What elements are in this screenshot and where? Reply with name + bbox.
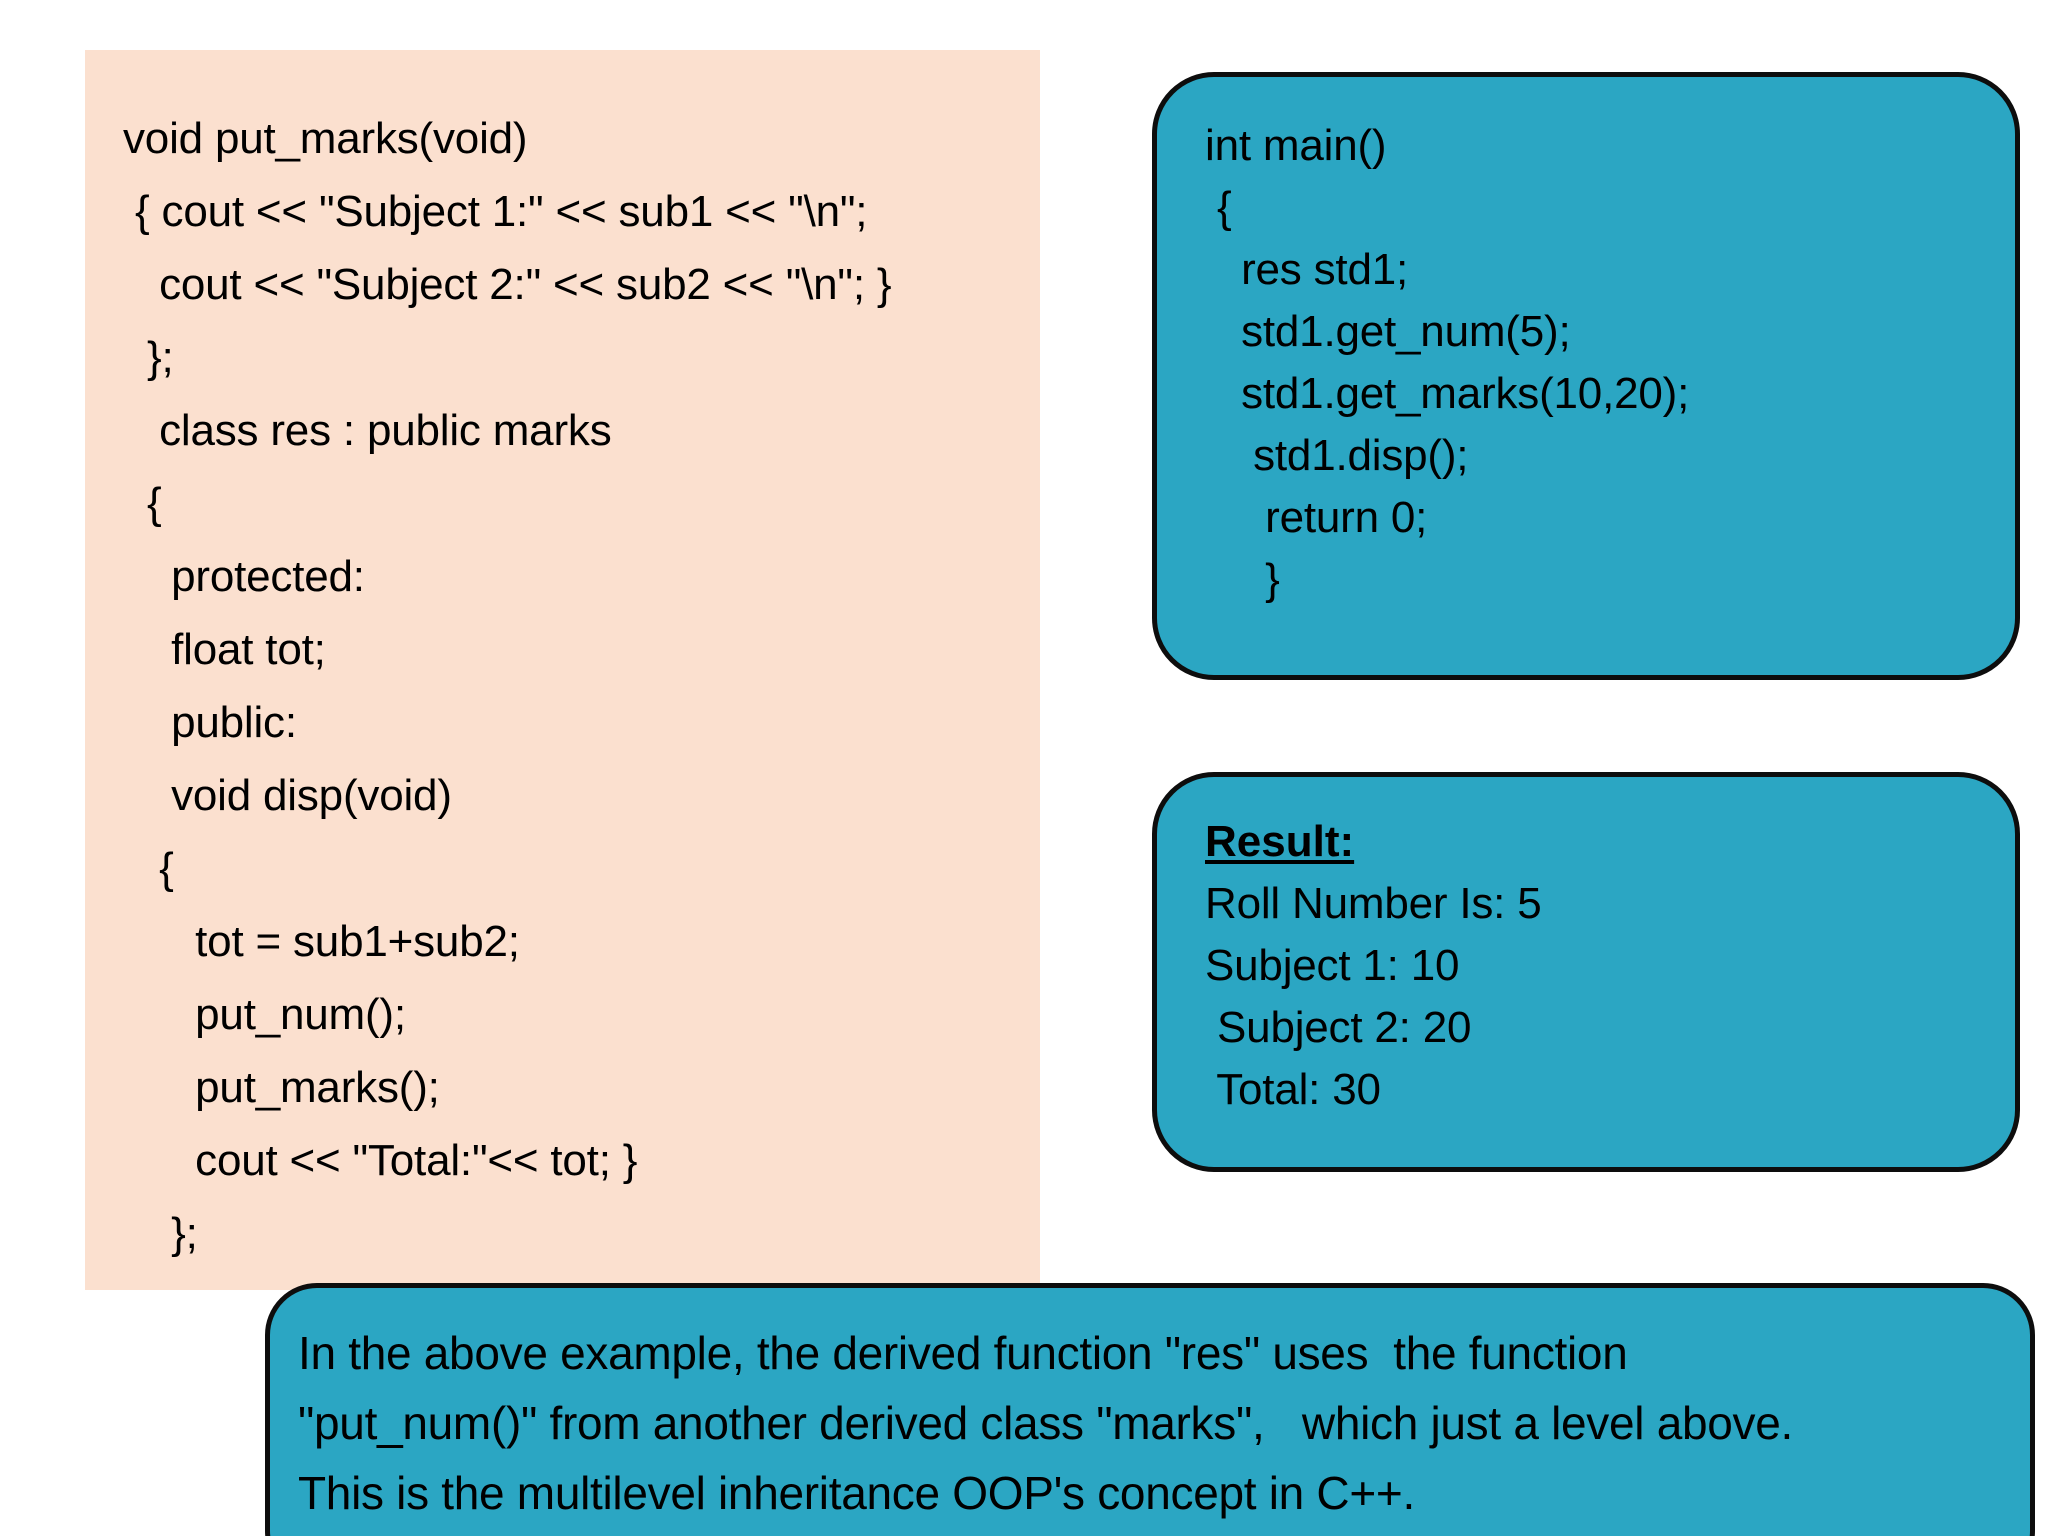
code-line: std1.get_marks(10,20); [1205, 369, 1690, 418]
code-line: std1.disp(); [1205, 431, 1469, 480]
code-line: return 0; [1205, 493, 1428, 542]
code-line: } [1205, 555, 1280, 604]
explanation-line: "put_num()" from another derived class "… [298, 1397, 1794, 1449]
result-lines: Result: Roll Number Is: 5 Subject 1: 10 … [1205, 811, 1999, 1121]
code-line: void put_marks(void) [123, 114, 528, 163]
code-line: class res : public marks [123, 406, 612, 455]
code-line: float tot; [123, 625, 326, 674]
code-line: }; [123, 333, 174, 382]
result-line: Roll Number Is: 5 [1205, 879, 1542, 928]
result-line: Subject 1: 10 [1205, 941, 1460, 990]
code-line: put_marks(); [123, 1063, 440, 1112]
code-line: std1.get_num(5); [1205, 307, 1571, 356]
code-line: { [123, 844, 174, 893]
explanation-lines: In the above example, the derived functi… [298, 1318, 2016, 1528]
code-line: tot = sub1+sub2; [123, 917, 520, 966]
code-line: { [1205, 183, 1232, 232]
explanation-line: This is the multilevel inheritance OOP's… [298, 1467, 1415, 1519]
code-line: { [123, 479, 162, 528]
main-function-box: int main() { res std1; std1.get_num(5); … [1152, 72, 2020, 680]
code-line: }; [123, 1209, 198, 1258]
code-line: put_num(); [123, 990, 406, 1039]
code-line: cout << "Subject 2:" << sub2 << "\n"; } [123, 260, 892, 309]
code-line: cout << "Total:"<< tot; } [123, 1136, 638, 1185]
code-line: void disp(void) [123, 771, 452, 820]
main-function-lines: int main() { res std1; std1.get_num(5); … [1205, 115, 1999, 611]
result-line: Total: 30 [1205, 1065, 1381, 1114]
result-heading: Result: [1205, 817, 1355, 866]
code-line: { cout << "Subject 1:" << sub1 << "\n"; [123, 187, 868, 236]
result-line: Subject 2: 20 [1205, 1003, 1472, 1052]
code-panel-lines: void put_marks(void) { cout << "Subject … [123, 102, 1030, 1270]
code-panel: void put_marks(void) { cout << "Subject … [85, 50, 1040, 1290]
explanation-box: In the above example, the derived functi… [265, 1283, 2035, 1536]
code-line: protected: [123, 552, 365, 601]
code-line: res std1; [1205, 245, 1409, 294]
result-box: Result: Roll Number Is: 5 Subject 1: 10 … [1152, 772, 2020, 1172]
code-line: public: [123, 698, 297, 747]
code-line: int main() [1205, 121, 1387, 170]
explanation-line: In the above example, the derived functi… [298, 1327, 1628, 1379]
